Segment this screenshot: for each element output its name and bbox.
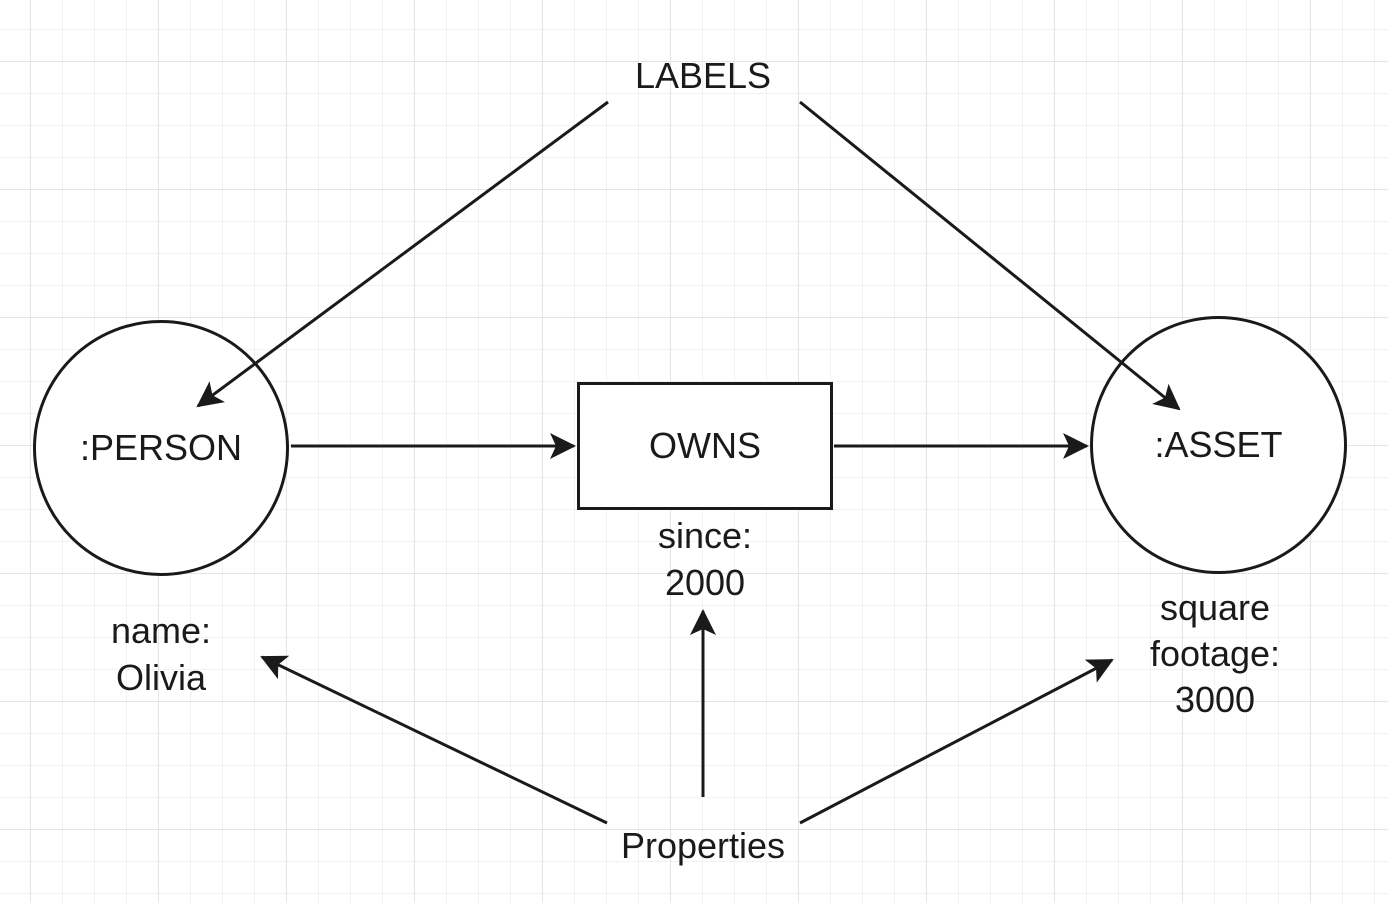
properties-title: Properties bbox=[620, 825, 786, 866]
arrow-properties-to-name bbox=[260, 655, 608, 825]
node-person-circle: :PERSON bbox=[33, 320, 289, 576]
node-asset-label: :ASSET bbox=[1154, 424, 1283, 466]
relationship-owns-box: OWNS bbox=[577, 382, 833, 510]
person-property-text: name: Olivia bbox=[110, 610, 212, 698]
asset-property-text: square footage: 3000 bbox=[1149, 587, 1281, 720]
labels-title: LABELS bbox=[634, 55, 772, 96]
node-person-label: :PERSON bbox=[79, 427, 243, 469]
relationship-owns-label: OWNS bbox=[649, 425, 761, 467]
node-asset-circle: :ASSET bbox=[1090, 316, 1347, 574]
relationship-property-text: since: 2000 bbox=[657, 515, 753, 603]
arrow-properties-to-footage bbox=[799, 658, 1114, 825]
arrow-labels-to-person bbox=[196, 100, 609, 408]
